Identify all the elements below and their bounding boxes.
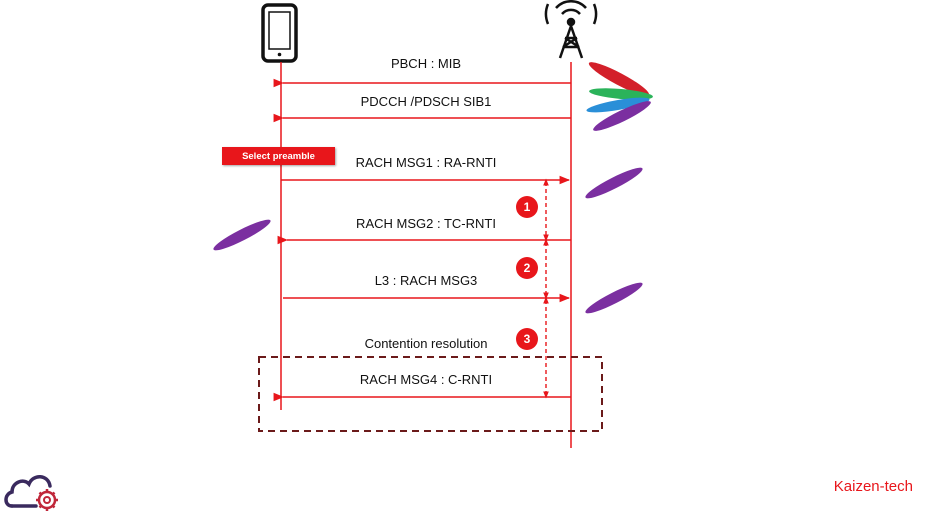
label-msg4: RACH MSG4 : C-RNTI [359, 372, 493, 387]
step-badge-1: 1 [516, 196, 538, 218]
contention-resolution-box [258, 356, 603, 432]
label-contention-resolution: Contention resolution [364, 336, 488, 351]
step-badge-2: 2 [516, 257, 538, 279]
label-msg1: RACH MSG1 : RA-RNTI [355, 155, 497, 170]
step-badge-3: 3 [516, 328, 538, 350]
phone-icon [261, 3, 298, 63]
select-preamble-badge: Select preamble [222, 147, 335, 165]
label-pbch-mib: PBCH : MIB [390, 56, 462, 71]
brand-name: Kaizen-tech [833, 478, 913, 495]
label-msg3: L3 : RACH MSG3 [374, 273, 478, 288]
base-station-icon [544, 0, 598, 59]
cloud-gear-logo-icon [4, 475, 58, 511]
leaf-decoration-icon [213, 62, 653, 314]
label-sib1: PDCCH /PDSCH SIB1 [360, 94, 492, 109]
label-msg2: RACH MSG2 : TC-RNTI [356, 216, 496, 231]
